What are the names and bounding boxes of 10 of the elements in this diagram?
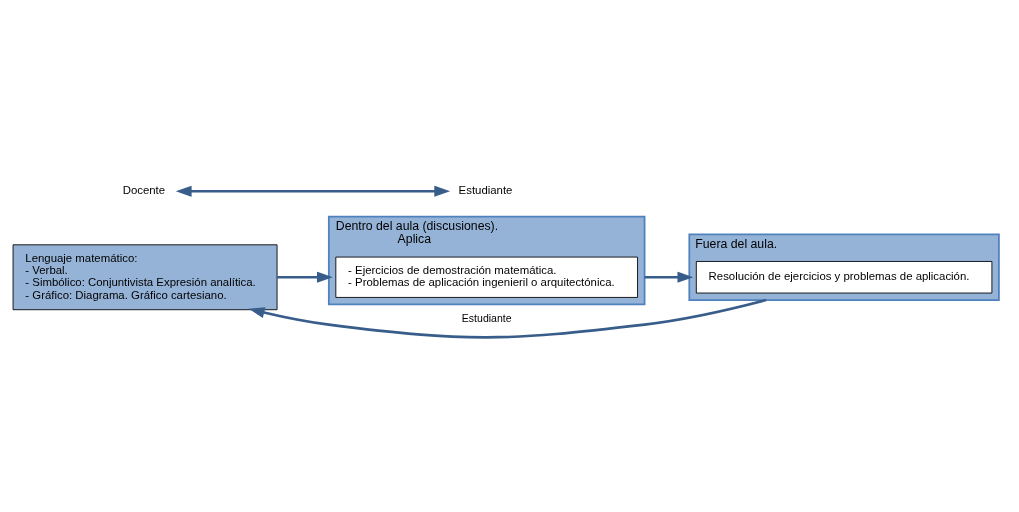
arrow <box>644 271 694 283</box>
arrow <box>175 185 451 197</box>
arrow <box>248 298 767 339</box>
arrow <box>277 271 333 283</box>
node-box: Lenguaje matemático: - Verbal. - Simbólico: Conjuntivista Expresión analítica. - Gráfico: Diagrama. Gráfico cartesiano. <box>12 243 278 310</box>
node-box: Resolución de ejercicios y problemas de aplicación. <box>695 260 993 293</box>
node-box: - Ejercicios de demostración matemática. - Problemas de aplicación ingenieril o arquitectónica. <box>335 256 638 298</box>
node-text: Docente <box>122 183 166 196</box>
edge-label: Estudiante <box>461 311 512 324</box>
node-text: Estudiante <box>458 183 513 196</box>
